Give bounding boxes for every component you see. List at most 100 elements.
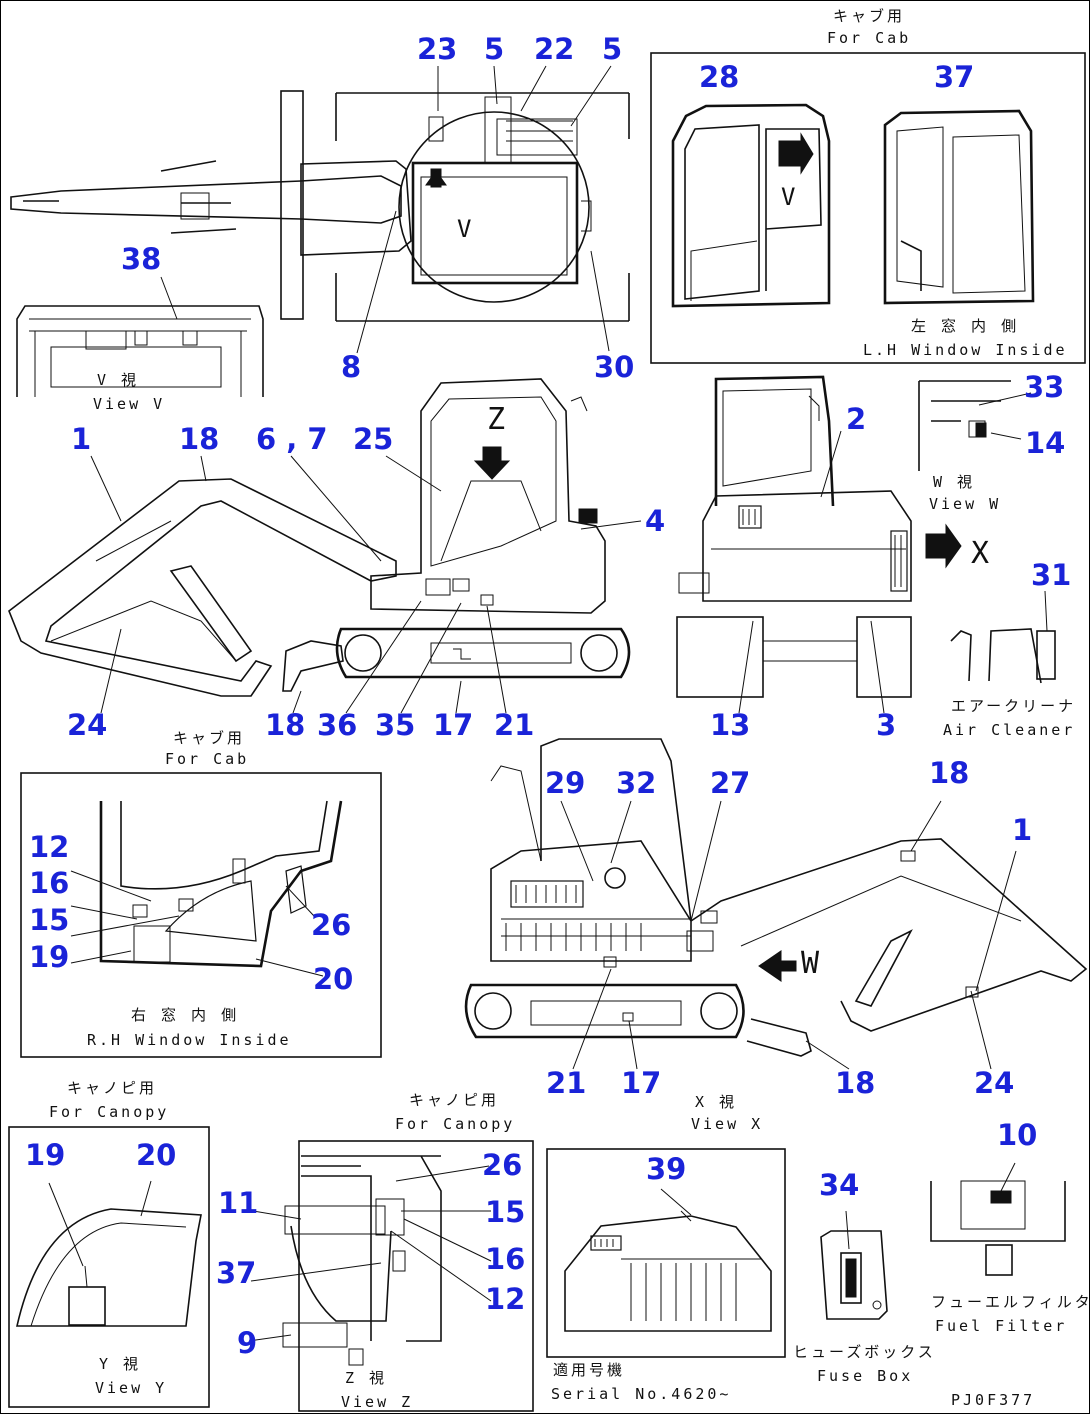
- view-z-drawing: [282, 1155, 442, 1366]
- callout-15-a: 15: [29, 903, 70, 937]
- callout-24-a: 24: [67, 708, 108, 742]
- fuse-box-drawing: [820, 1230, 888, 1320]
- callout-20-b: 20: [136, 1138, 177, 1172]
- callout-36: 36: [317, 708, 358, 742]
- caption-for-canopy-b-jp: キャノピ用: [409, 1091, 500, 1109]
- callout-26-b: 26: [482, 1148, 523, 1182]
- caption-for-canopy-a-jp: キャノピ用: [67, 1079, 158, 1097]
- plan-view-drawing: [10, 90, 630, 322]
- caption-view-y-jp: Y 視: [99, 1355, 142, 1373]
- callout-13: 13: [710, 708, 751, 742]
- callout-12-b: 12: [485, 1282, 526, 1316]
- callout-18-b: 18: [265, 708, 306, 742]
- callout-11: 11: [218, 1186, 259, 1220]
- serial-view-frame: [546, 1148, 786, 1358]
- engine-hood-drawing: [564, 1210, 772, 1332]
- callout-19-a: 19: [29, 940, 70, 974]
- for-canopy-view-y-frame: [8, 1126, 210, 1408]
- callout-18-d: 18: [835, 1066, 876, 1100]
- machine-rear-drawing: [676, 375, 962, 698]
- caption-lh-window-jp: 左 窓 内 側: [911, 317, 1020, 335]
- callout-1-b: 1: [1012, 813, 1033, 847]
- callout-33: 33: [1024, 370, 1065, 404]
- view-letter-v-cab: V: [781, 183, 799, 211]
- machine-right-side-drawing: [464, 738, 1088, 1057]
- callout-16-b: 16: [485, 1242, 526, 1276]
- callout-5-a: 5: [484, 32, 505, 66]
- caption-view-w-en: View W: [929, 495, 1002, 513]
- callout-28: 28: [699, 60, 740, 94]
- caption-for-cab-top-jp: キャブ用: [833, 7, 906, 25]
- callout-17-a: 17: [433, 708, 474, 742]
- view-letter-w: W: [801, 946, 823, 981]
- callout-38: 38: [121, 242, 162, 276]
- callout-37-b: 37: [216, 1256, 257, 1290]
- callout-10: 10: [997, 1118, 1038, 1152]
- caption-view-z-en: View Z: [341, 1393, 414, 1411]
- leader-lines: [48, 65, 1048, 1342]
- caption-fuel-filter-jp: フューエルフィルタ: [931, 1293, 1090, 1311]
- caption-for-cab-top-en: For Cab: [827, 29, 912, 47]
- callout-29: 29: [545, 766, 586, 800]
- air-cleaner-drawing: [950, 628, 1056, 684]
- callout-21-b: 21: [546, 1066, 587, 1100]
- callout-34: 34: [819, 1168, 860, 1202]
- callout-14: 14: [1025, 426, 1066, 460]
- view-v-roof-drawing: [16, 305, 264, 397]
- caption-serial-jp: 適用号機: [553, 1361, 626, 1379]
- cab-lh-front-drawing: [671, 103, 831, 308]
- view-letter-z: Z: [487, 402, 509, 437]
- cab-lh-inside-drawing: [883, 109, 1035, 305]
- for-canopy-view-z-frame: [298, 1140, 534, 1412]
- caption-view-v-en: View V: [93, 395, 166, 413]
- caption-view-x-en: View X: [691, 1115, 764, 1133]
- view-y-drawing: [15, 1208, 202, 1327]
- callout-2: 2: [846, 402, 867, 436]
- caption-for-cab-mid-en: For Cab: [165, 750, 250, 768]
- callout-26-a: 26: [311, 908, 352, 942]
- caption-for-cab-mid-jp: キャブ用: [173, 729, 246, 747]
- caption-fuse-box-jp: ヒューズボックス: [793, 1343, 936, 1361]
- view-letter-v-top: V: [457, 215, 475, 243]
- caption-lh-window-en: L.H Window Inside: [863, 341, 1068, 359]
- callout-16-a: 16: [29, 866, 70, 900]
- caption-air-cleaner-en: Air Cleaner: [943, 721, 1076, 739]
- callout-18-c: 18: [929, 756, 970, 790]
- callout-21-a: 21: [494, 708, 535, 742]
- callout-35: 35: [375, 708, 416, 742]
- caption-rh-window-en: R.H Window Inside: [87, 1031, 292, 1049]
- callout-1-a: 1: [71, 422, 92, 456]
- caption-view-x-jp: X 視: [695, 1093, 738, 1111]
- callout-6-7: 6 , 7: [256, 422, 328, 456]
- caption-rh-window-jp: 右 窓 内 側: [131, 1006, 240, 1024]
- callout-19-b: 19: [25, 1138, 66, 1172]
- callout-17-b: 17: [621, 1066, 662, 1100]
- caption-fuse-box-en: Fuse Box: [817, 1367, 914, 1385]
- callout-9: 9: [237, 1326, 258, 1360]
- callout-20-a: 20: [313, 962, 354, 996]
- for-cab-lh-window-frame: [650, 52, 1086, 364]
- callout-32: 32: [616, 766, 657, 800]
- callout-30: 30: [594, 350, 635, 384]
- callout-27: 27: [710, 766, 751, 800]
- caption-for-canopy-a-en: For Canopy: [49, 1103, 170, 1121]
- callout-18-a: 18: [179, 422, 220, 456]
- callout-39: 39: [646, 1152, 687, 1186]
- caption-fuel-filter-en: Fuel Filter: [935, 1317, 1068, 1335]
- callout-22: 22: [534, 32, 575, 66]
- callout-12-a: 12: [29, 830, 70, 864]
- callout-23: 23: [417, 32, 458, 66]
- callout-8: 8: [341, 350, 362, 384]
- caption-air-cleaner-jp: エアークリーナ: [951, 697, 1077, 715]
- caption-view-w-jp: W 視: [933, 473, 976, 491]
- view-w-drawing: [918, 380, 1011, 471]
- callout-4: 4: [645, 504, 666, 538]
- caption-view-v-jp: V 視: [97, 371, 140, 389]
- for-cab-rh-window-frame: [20, 772, 382, 1058]
- caption-view-y-en: View Y: [95, 1379, 168, 1397]
- machine-left-side-drawing: [8, 378, 631, 697]
- callout-5-b: 5: [602, 32, 623, 66]
- callout-31: 31: [1031, 558, 1072, 592]
